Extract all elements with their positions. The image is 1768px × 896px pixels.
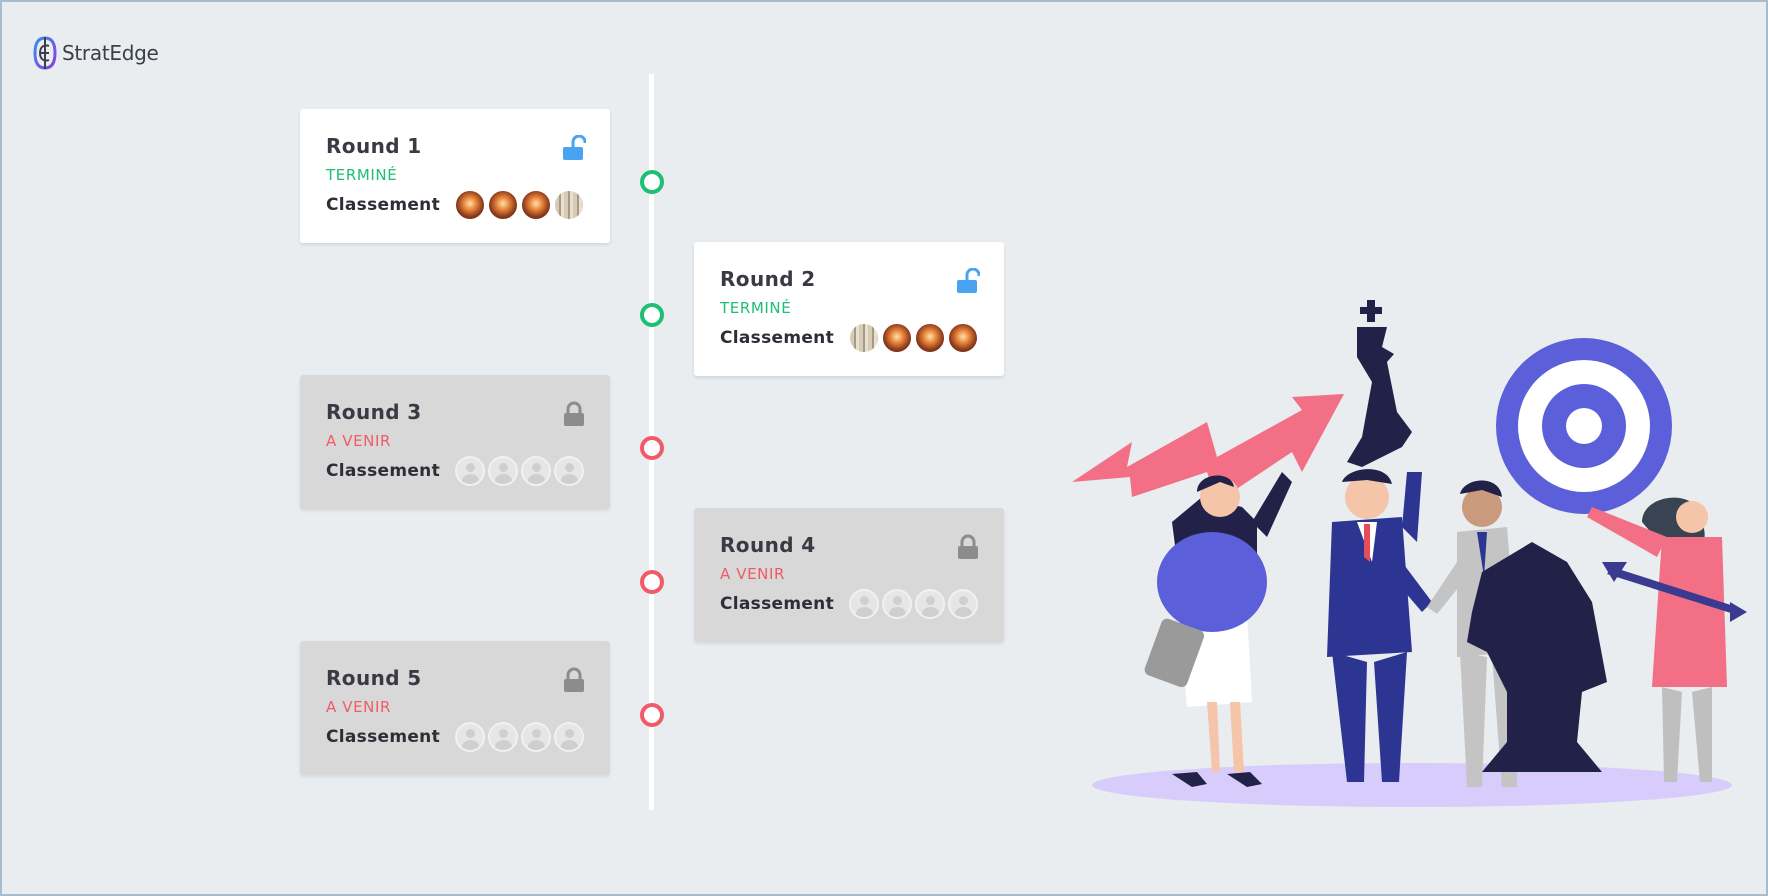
brand-logo[interactable]: StratEdge: [32, 35, 159, 71]
round-card-5[interactable]: Round 5 A VENIR Classement: [300, 641, 610, 775]
ranking-avatars: [849, 589, 978, 619]
round-title: Round 3: [326, 400, 422, 424]
round-status: TERMINÉ: [720, 299, 792, 317]
avatar-placeholder: [521, 722, 551, 752]
businessman-blue-suit-icon: [1327, 469, 1432, 782]
lock-icon: [564, 401, 584, 426]
ground-shadow-icon: [1092, 763, 1732, 807]
round-status: A VENIR: [326, 432, 392, 450]
avatar[interactable]: [521, 190, 551, 220]
unlock-icon: [957, 268, 980, 293]
knight-chess-piece-icon: [1467, 542, 1607, 772]
ranking-label: Classement: [720, 594, 835, 614]
avatar-placeholder: [915, 589, 945, 619]
timeline-dot-round-2: [640, 303, 664, 327]
woman-pink-dress-icon: [1587, 497, 1747, 782]
ranking-label: Classement: [720, 328, 835, 348]
round-status: A VENIR: [720, 565, 786, 583]
round-title: Round 2: [720, 267, 816, 291]
ranking-label: Classement: [326, 461, 441, 481]
avatar-placeholder: [455, 722, 485, 752]
avatar[interactable]: [882, 323, 912, 353]
round-title: Round 5: [326, 666, 422, 690]
timeline-dot-round-5: [640, 703, 664, 727]
timeline-dot-round-1: [640, 170, 664, 194]
round-card-2[interactable]: Round 2 TERMINÉ Classement: [694, 242, 1004, 376]
round-card-1[interactable]: Round 1 TERMINÉ Classement: [300, 109, 610, 243]
round-title: Round 4: [720, 533, 816, 557]
round-status: A VENIR: [326, 698, 392, 716]
round-card-4[interactable]: Round 4 A VENIR Classement: [694, 508, 1004, 642]
round-title: Round 1: [326, 134, 422, 158]
avatar[interactable]: [455, 190, 485, 220]
lock-icon: [564, 667, 584, 692]
avatar-placeholder: [849, 589, 879, 619]
timeline-dot-round-4: [640, 570, 664, 594]
avatar-placeholder: [455, 456, 485, 486]
growth-arrow-icon: [1072, 394, 1344, 502]
avatar[interactable]: [915, 323, 945, 353]
round-card-3[interactable]: Round 3 A VENIR Classement: [300, 375, 610, 509]
avatar[interactable]: [488, 190, 518, 220]
avatar-placeholder: [488, 722, 518, 752]
king-chess-piece-icon: [1347, 300, 1412, 467]
avatar-placeholder: [948, 589, 978, 619]
ranking-avatars: [455, 190, 584, 220]
round-status: TERMINÉ: [326, 166, 398, 184]
woman-with-lightbulb-icon: [1144, 472, 1292, 787]
ranking-avatars: [455, 456, 584, 486]
ranking-label: Classement: [326, 727, 441, 747]
avatar-placeholder: [554, 456, 584, 486]
avatar[interactable]: [849, 323, 879, 353]
brand-name: StratEdge: [62, 41, 159, 65]
avatar-placeholder: [488, 456, 518, 486]
ranking-label: Classement: [326, 195, 441, 215]
strategdge-logo-icon: [33, 36, 57, 70]
avatar-placeholder: [521, 456, 551, 486]
timeline-dot-round-3: [640, 436, 664, 460]
ranking-avatars: [849, 323, 978, 353]
avatar[interactable]: [948, 323, 978, 353]
avatar-placeholder: [554, 722, 584, 752]
ranking-avatars: [455, 722, 584, 752]
avatar[interactable]: [554, 190, 584, 220]
unlock-icon: [563, 135, 586, 160]
lock-icon: [958, 534, 978, 559]
avatar-placeholder: [882, 589, 912, 619]
strategy-team-illustration: [1072, 300, 1747, 807]
